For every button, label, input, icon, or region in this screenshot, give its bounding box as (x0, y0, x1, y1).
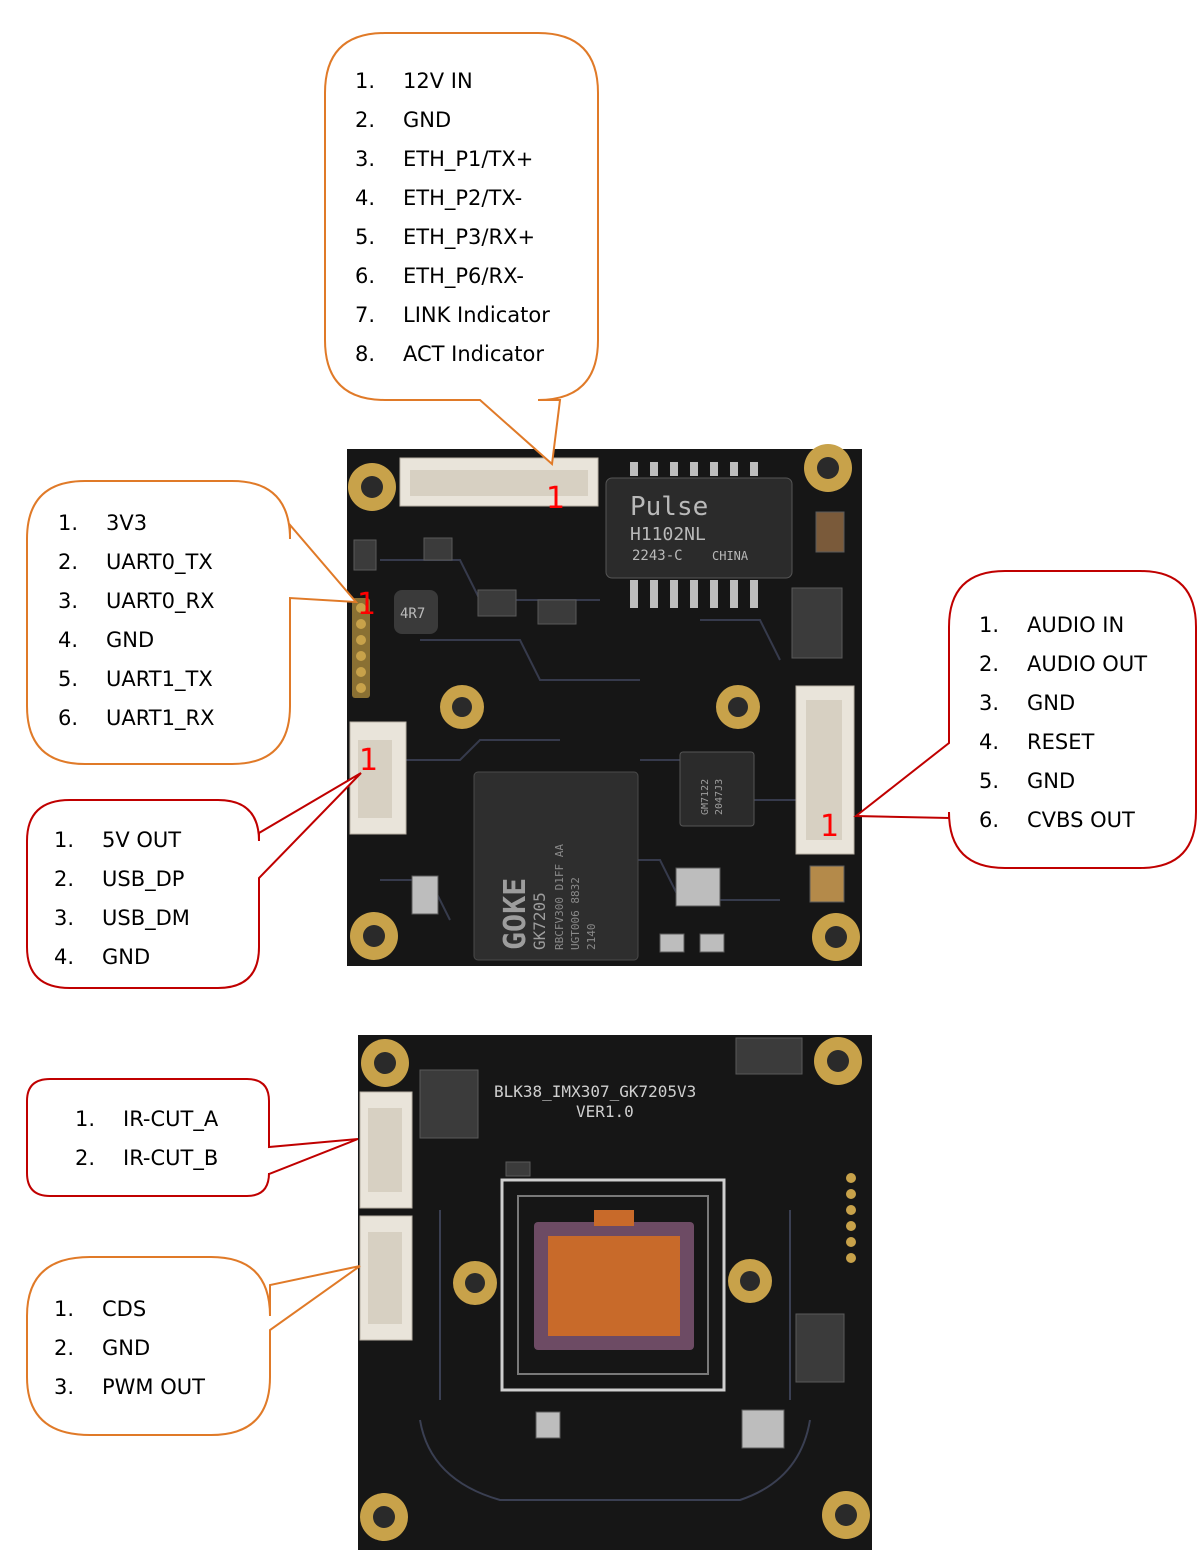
callout-cds-shape (26, 1256, 361, 1436)
goke-soc: GOKE GK7205 RBCFV300 D1FF AA UGT006 8832… (473, 771, 639, 961)
pulse-transformer: Pulse H1102NL 2243-C CHINA (605, 462, 793, 608)
callout-audio: 1.AUDIO IN 2.AUDIO OUT 3.GND 4.RESET 5.G… (979, 605, 1147, 839)
bottom-board: BLK38_IMX307_GK7205V3 VER1.0 (358, 1035, 872, 1550)
list-item: 1.3V3 (58, 510, 148, 535)
list-item: 5.UART1_TX (58, 666, 213, 691)
list-item: 3.PWM OUT (54, 1374, 205, 1399)
list-item: 1.AUDIO IN (979, 612, 1125, 637)
pin1-marker-ethernet: 1 (546, 481, 565, 516)
callout-audio-shape (853, 570, 1197, 869)
list-item: 1.12V IN (355, 68, 473, 93)
list-item: 1.CDS (54, 1296, 147, 1321)
list-item: 5.GND (979, 768, 1076, 793)
list-item: 7.LINK Indicator (355, 302, 550, 327)
soc-code1: RBCFV300 D1FF AA (553, 844, 566, 950)
callout-cds: 1.CDS 2.GND 3.PWM OUT (54, 1289, 205, 1406)
mount-hole (360, 1037, 870, 1541)
phy-code: 2047J3 (714, 779, 725, 815)
list-item: 2.AUDIO OUT (979, 651, 1148, 676)
list-item: 3.ETH_P1/TX+ (355, 146, 534, 171)
pin1-marker-usb: 1 (359, 743, 378, 778)
usb-connector (349, 721, 407, 835)
soc-model: GK7205 (530, 892, 549, 950)
ethernet-connector (399, 457, 599, 507)
uart-header (352, 598, 370, 698)
list-item: 3.UART0_RX (58, 588, 215, 613)
list-item: 4.GND (58, 627, 155, 652)
top-board: Pulse H1102NL 2243-C CHINA 4R7 (347, 444, 862, 966)
list-item: 2.IR-CUT_B (75, 1145, 219, 1170)
list-item: 5.ETH_P3/RX+ (355, 224, 536, 249)
transformer-origin: CHINA (712, 549, 749, 563)
cds-connector (359, 1215, 413, 1341)
ircut-connector (359, 1091, 413, 1209)
list-item: 2.GND (355, 107, 452, 132)
list-item: 2.GND (54, 1335, 151, 1360)
callout-ethernet: 1.12V IN 2.GND 3.ETH_P1/TX+ 4.ETH_P2/TX-… (355, 61, 550, 373)
smd-components (419, 1037, 845, 1449)
list-item: 2.USB_DP (54, 866, 185, 891)
list-item: 3.USB_DM (54, 905, 190, 930)
list-item: 4.GND (54, 944, 151, 969)
soc-code2: UGT006 8832 (569, 877, 582, 950)
pin1-marker-audio: 1 (820, 809, 839, 844)
soc-brand: GOKE (498, 878, 533, 950)
inductor-mark: 4R7 (400, 606, 425, 622)
inductor: 4R7 (394, 590, 438, 634)
list-item: 6.UART1_RX (58, 705, 215, 730)
list-item: 4.RESET (979, 729, 1095, 754)
transformer-model: H1102NL (630, 524, 706, 545)
callout-usb-shape (26, 772, 362, 989)
callout-usb: 1.5V OUT 2.USB_DP 3.USB_DM 4.GND (54, 820, 190, 976)
silk-version: VER1.0 (576, 1102, 634, 1121)
callout-ircut: 1.IR-CUT_A 2.IR-CUT_B (75, 1099, 218, 1177)
list-item: 1.5V OUT (54, 827, 182, 852)
gold-pads (846, 1173, 856, 1263)
audio-connector (795, 685, 855, 855)
callout-uart: 1.3V3 2.UART0_TX 3.UART0_RX 4.GND 5.UART… (58, 503, 214, 737)
list-item: 6.ETH_P6/RX- (355, 263, 524, 288)
phy-chip: GM7122 2047J3 (679, 751, 755, 827)
list-item: 6.CVBS OUT (979, 807, 1135, 832)
callout-ethernet-shape (324, 32, 599, 467)
mount-hole (348, 444, 860, 961)
list-item: 3.GND (979, 690, 1076, 715)
list-item: 4.ETH_P2/TX- (355, 185, 523, 210)
silk-title: BLK38_IMX307_GK7205V3 (494, 1082, 696, 1101)
list-item: 2.UART0_TX (58, 549, 213, 574)
callout-ircut-shape (26, 1078, 359, 1197)
list-item: 8.ACT Indicator (355, 341, 544, 366)
pin1-marker-uart: 1 (357, 587, 376, 622)
callout-uart-shape (26, 480, 359, 765)
phy-mark: GM7122 (700, 779, 711, 815)
image-sensor (500, 1178, 726, 1392)
smd-components (353, 511, 845, 953)
transformer-brand: Pulse (630, 492, 708, 522)
soc-code3: 2140 (585, 924, 598, 951)
list-item: 1.IR-CUT_A (75, 1106, 219, 1131)
transformer-code: 2243-C (632, 548, 683, 564)
